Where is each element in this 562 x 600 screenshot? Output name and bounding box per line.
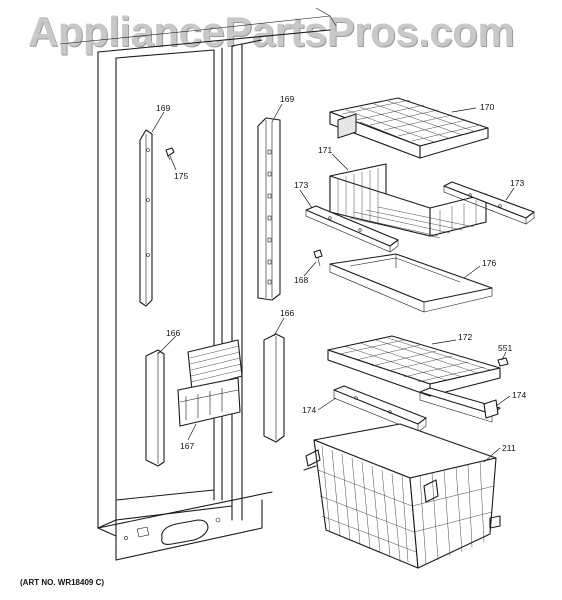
callout-166-right: 166: [280, 308, 294, 318]
part-167-air-damper-grille: [177, 339, 243, 427]
callout-551: 551: [498, 343, 512, 353]
callout-173-right: 173: [510, 178, 524, 188]
callout-169-right: 169: [280, 94, 294, 104]
leader-lines: [151, 103, 515, 463]
watermark-logo: AppliancePartsPros.com: [28, 8, 515, 55]
callout-173-left: 173: [294, 180, 308, 190]
part-174-left-slide: [333, 385, 427, 433]
part-173-left-slide-rail: [305, 205, 399, 253]
callout-172: 172: [458, 332, 472, 342]
part-173-right-slide-rail: [443, 181, 535, 225]
part-166-left-side-cover: [145, 349, 165, 467]
callout-168: 168: [294, 275, 308, 285]
callout-174-right: 174: [512, 390, 526, 400]
part-174-right-slide: [419, 387, 501, 423]
callout-166-left: 166: [166, 328, 180, 338]
part-175-clip: [165, 147, 175, 161]
art-number-label: (ART NO. WR18409 C): [20, 578, 105, 587]
callout-175: 175: [174, 171, 188, 181]
part-169-left-shelf-support: [139, 129, 153, 307]
callout-170: 170: [480, 102, 494, 112]
callout-176: 176: [482, 258, 496, 268]
part-551-clip: [497, 357, 509, 367]
part-169-right-shelf-support: [257, 117, 281, 301]
part-211-freezer-basket: [303, 423, 501, 569]
callout-167: 167: [180, 441, 194, 451]
callout-171: 171: [318, 145, 332, 155]
callout-174-left: 174: [302, 405, 316, 415]
part-166-right-side-cover: [263, 333, 285, 443]
callout-169-left: 169: [156, 103, 170, 113]
freezer-cabinet: [59, 7, 337, 561]
part-176-shelf-frame: [329, 253, 493, 313]
part-168-screw: [313, 249, 323, 267]
part-171-wire-basket: [329, 163, 487, 239]
callout-labels: 169 175 169 170 171 173 173 168 176 166 …: [156, 94, 526, 453]
part-172-wire-shelf: [327, 335, 501, 397]
part-170-wire-shelf: [329, 97, 489, 159]
callout-211: 211: [502, 443, 516, 453]
